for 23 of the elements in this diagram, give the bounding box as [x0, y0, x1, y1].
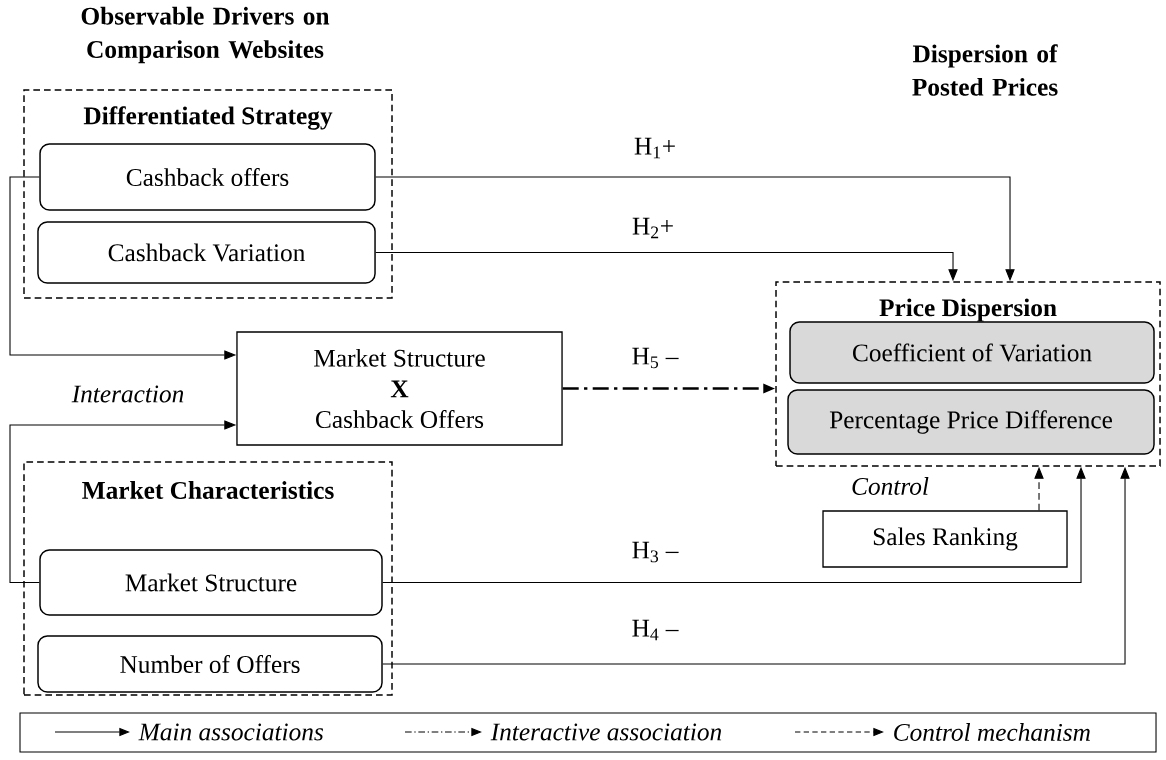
edge-label: Control [852, 477, 929, 495]
legend-text: Interactive association [490, 723, 722, 741]
edge-label: H$_{3}$ – [632, 541, 679, 563]
edge-label: H$_{1}$+ [634, 137, 675, 159]
box: Sales Ranking [822, 510, 1068, 568]
edge-label: H$_{4}$ – [632, 619, 679, 641]
edge-label: Interaction [71, 385, 184, 403]
rounded-box: Market Structure [39, 549, 383, 616]
group-heading: Price Dispersion [879, 298, 1057, 322]
legend-text: Main associations [138, 723, 324, 741]
rounded-box: Cashback offers [39, 143, 376, 211]
rounded-box: Cashback Variation [37, 221, 376, 284]
box: Market Structure X Cashback Offers [236, 331, 563, 446]
group-heading: Market Characteristics [82, 481, 334, 499]
group-heading: Differentiated Strategy [83, 106, 333, 130]
edge-label: H$_{2}$+ [632, 217, 673, 239]
edge-label: H$_{5}$ – [632, 347, 679, 369]
legend-text: Control mechanism [894, 723, 1090, 741]
rounded-box: Number of Offers [37, 635, 383, 693]
shaded-box: Coefficient of Variation [789, 321, 1155, 384]
heading: Observable Drivers on Comparison Websites [81, 6, 330, 64]
heading: Dispersion of Posted Prices [912, 44, 1058, 96]
shaded-box: Percentage Price Difference [787, 389, 1155, 455]
